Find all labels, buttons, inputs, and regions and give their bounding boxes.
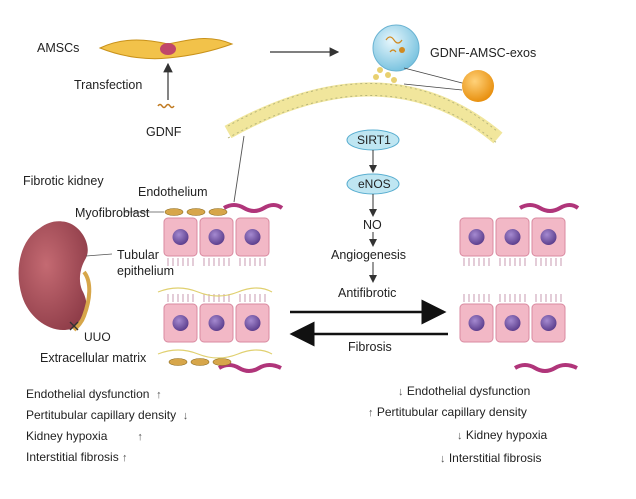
- right-effect-item: ↑ Pertitubular capillary density: [368, 405, 527, 420]
- exos-pointer: [403, 67, 467, 85]
- amscs-label: AMSCs: [37, 41, 80, 55]
- cell-membrane: [224, 82, 503, 145]
- cell-nucleus: [468, 229, 485, 245]
- right-effect-item: ↓ Interstitial fibrosis: [440, 451, 542, 466]
- cell-nucleus: [540, 315, 557, 331]
- epithelium-label: epithelium: [117, 264, 174, 278]
- effect-text: Pertitubular capillary density: [376, 405, 527, 419]
- tubular-pointer: [85, 253, 113, 257]
- right-effect-item: ↓ Endothelial dysfunction: [398, 384, 530, 399]
- down-arrow-icon: ↓: [398, 386, 404, 398]
- orange-vesicle-icon: [462, 70, 494, 102]
- gdnf-label: GDNF: [146, 125, 182, 139]
- down-arrow-icon: ↓: [440, 453, 446, 465]
- left-effect-item: Interstitial fibrosis ↑: [26, 450, 128, 465]
- enos-label: eNOS: [358, 177, 391, 191]
- endothelial-cell: [518, 203, 580, 213]
- effect-text: Kidney hypoxia: [26, 429, 108, 443]
- cell-nucleus: [504, 229, 521, 245]
- cell-nucleus: [244, 229, 261, 245]
- effect-text: Pertitubular capillary density: [26, 408, 177, 422]
- fibrotic-kidney-label: Fibrotic kidney: [23, 174, 104, 188]
- endothelial-cell: [222, 203, 284, 213]
- effect-text: Interstitial fibrosis: [448, 451, 542, 465]
- sirt1-label: SIRT1: [357, 133, 391, 147]
- cell-nucleus: [208, 229, 225, 245]
- myofibroblast-cell: [190, 358, 210, 366]
- myofibroblast-cell: [164, 208, 184, 216]
- cell-nucleus: [172, 315, 189, 331]
- effect-text: Interstitial fibrosis: [26, 450, 119, 464]
- right-effect-item: ↓ Kidney hypoxia: [457, 428, 547, 443]
- ecm-fiber: [157, 287, 273, 297]
- cell-nucleus: [172, 229, 189, 245]
- antifibrotic-label: Antifibrotic: [338, 286, 397, 300]
- cell-nucleus: [504, 315, 521, 331]
- fibrotic-tissue: [157, 203, 284, 373]
- no-label: NO: [363, 218, 382, 232]
- cell-nucleus: [244, 315, 261, 331]
- myofibroblast-label: Myofibroblast: [75, 206, 150, 220]
- cell-nucleus: [208, 315, 225, 331]
- myofibroblast-cell: [208, 208, 228, 216]
- endothelial-cell: [217, 363, 282, 373]
- effect-text: Endothelial dysfunction: [26, 387, 150, 401]
- fibrosis-label: Fibrosis: [348, 340, 392, 354]
- left-effect-item: Pertitubular capillary density ↓: [26, 408, 188, 423]
- vesicle-pointer: [403, 83, 463, 91]
- endothelium-label: Endothelium: [138, 185, 208, 199]
- up-arrow-icon: ↑: [137, 431, 143, 443]
- effect-text: Endothelial dysfunction: [406, 384, 531, 398]
- left-effect-item: Endothelial dysfunction ↑: [26, 387, 162, 402]
- myofibroblast-cell: [168, 358, 188, 366]
- myofibroblast-cell: [212, 358, 232, 366]
- membrane-pointer: [233, 135, 245, 203]
- endothelial-cell: [513, 363, 578, 373]
- cell-nucleus: [540, 229, 557, 245]
- down-arrow-icon: ↓: [182, 410, 189, 422]
- exosome-icon: [372, 24, 420, 83]
- myofibroblast-cell: [186, 208, 206, 216]
- uuo-ligature-icon: [69, 321, 79, 331]
- gdnf-gene-icon: [157, 103, 175, 109]
- ecm-fiber: [157, 349, 273, 359]
- up-arrow-icon: ↑: [368, 407, 374, 419]
- angiogenesis-label: Angiogenesis: [331, 248, 407, 262]
- left-effect-item: Kidney hypoxia ↑: [26, 429, 143, 444]
- up-arrow-icon: ↑: [156, 389, 162, 401]
- healthy-tissue: [459, 203, 580, 373]
- effect-text: Kidney hypoxia: [465, 428, 548, 442]
- tubular-label: Tubular: [117, 248, 159, 262]
- exos-label: GDNF-AMSC-exos: [430, 46, 537, 60]
- down-arrow-icon: ↓: [457, 430, 463, 442]
- kidney-icon: [18, 221, 92, 332]
- ecm-label: Extracellular matrix: [40, 351, 147, 365]
- uuo-label: UUO: [84, 330, 111, 344]
- up-arrow-icon: ↑: [122, 452, 128, 464]
- transfection-label: Transfection: [74, 78, 143, 92]
- cell-nucleus: [468, 315, 485, 331]
- amsc-cell-icon: [98, 38, 234, 60]
